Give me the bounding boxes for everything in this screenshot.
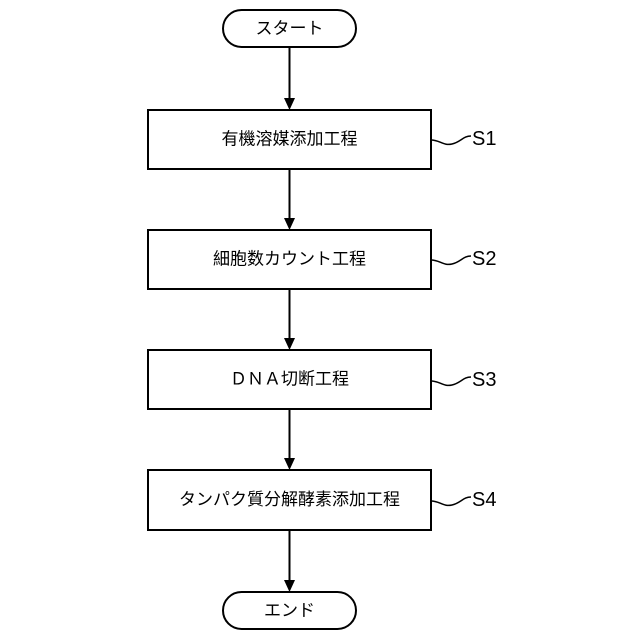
process-step-1: 有機溶媒添加工程 S1 [148, 110, 496, 169]
step-id-1: S1 [472, 128, 496, 150]
step-leader-1 [431, 136, 471, 144]
arrowhead-s1-to-s2 [284, 218, 295, 230]
arrowhead-start-to-s1 [284, 98, 295, 110]
arrowhead-s2-to-s3 [284, 338, 295, 350]
step-leader-3 [431, 377, 471, 385]
process-label-3: ＤＮＡ切断工程 [230, 370, 349, 390]
end-terminal-label: エンド [264, 601, 315, 621]
process-step-3: ＤＮＡ切断工程 S3 [148, 350, 496, 409]
process-step-4: タンパク質分解酵素添加工程 S4 [148, 470, 496, 530]
step-leader-4 [431, 497, 471, 505]
step-id-3: S3 [472, 369, 496, 391]
process-label-2: 細胞数カウント工程 [213, 250, 366, 270]
step-leader-2 [431, 256, 471, 264]
process-label-1: 有機溶媒添加工程 [222, 130, 358, 150]
step-id-4: S4 [472, 489, 496, 511]
end-terminal: エンド [223, 592, 356, 629]
start-terminal: スタート [223, 10, 356, 47]
start-terminal-label: スタート [256, 19, 324, 39]
arrowhead-s3-to-s4 [284, 458, 295, 470]
process-label-4: タンパク質分解酵素添加工程 [179, 490, 400, 510]
arrowhead-s4-to-end [284, 580, 295, 592]
process-step-2: 細胞数カウント工程 S2 [148, 230, 496, 289]
step-id-2: S2 [472, 248, 496, 270]
